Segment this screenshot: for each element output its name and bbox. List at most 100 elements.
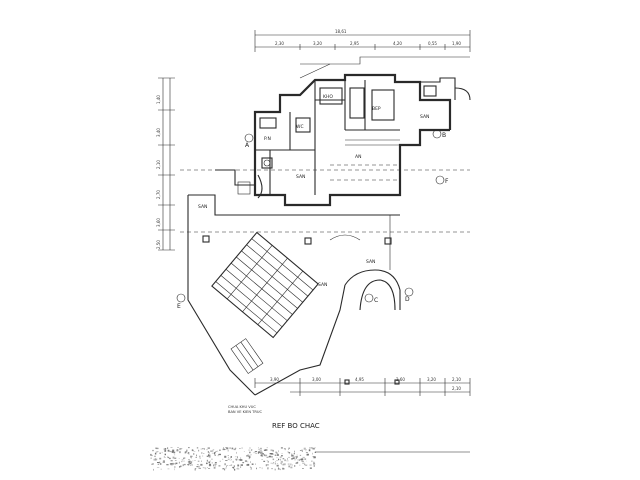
scan-speckle: [156, 467, 160, 468]
scan-speckle: [210, 450, 213, 452]
bottom-dim: 3,20: [427, 377, 436, 382]
scan-speckle: [173, 451, 176, 453]
scan-speckle: [181, 461, 183, 463]
scan-speckle: [267, 468, 269, 470]
scan-speckle: [269, 453, 272, 455]
scan-speckle: [178, 458, 180, 459]
scan-speckle: [241, 447, 243, 449]
room-label: SAN: [366, 259, 375, 265]
scan-speckle: [236, 459, 238, 461]
scan-speckle: [172, 462, 174, 465]
scan-speckle: [208, 454, 211, 457]
scan-speckle: [257, 452, 260, 454]
scan-speckle: [225, 447, 227, 449]
top-dimension-chain: 18,61 2,30 3,20 2,95 4,20 0,55 1,90: [254, 29, 471, 52]
top-dim: 4,20: [393, 41, 402, 46]
scan-speckle: [302, 456, 305, 459]
left-dimension-chain: 1,40 3,40 2,10 2,70 3,60 2,50: [156, 77, 175, 251]
scan-speckle: [206, 462, 208, 465]
scan-speckle: [261, 467, 263, 470]
axis-label: F: [445, 178, 449, 185]
scan-speckle: [152, 449, 154, 452]
note-line: BAN VE KIEN TRUC: [228, 410, 262, 414]
scan-speckle: [301, 450, 303, 452]
scan-speckle: [270, 462, 273, 464]
scan-speckle: [187, 464, 189, 466]
scan-speckle: [227, 449, 229, 452]
scan-speckle: [196, 447, 199, 449]
top-overall-dim: 18,61: [335, 29, 347, 34]
scan-speckle: [247, 463, 250, 466]
scan-speckle: [236, 468, 238, 470]
scan-speckle: [183, 457, 186, 459]
scan-speckle: [179, 466, 181, 468]
scan-speckle: [211, 458, 213, 460]
scan-speckle: [274, 454, 277, 456]
scan-speckle: [304, 458, 307, 460]
left-dim: 2,10: [156, 160, 161, 169]
room-label: SAN: [318, 282, 327, 288]
scan-speckle: [271, 468, 273, 470]
terrace-area: [187, 194, 401, 396]
scan-speckle: [305, 464, 307, 466]
scan-speckle: [196, 454, 197, 457]
scan-speckle: [197, 460, 200, 462]
room-label: AN: [355, 154, 361, 160]
scan-speckle: [299, 464, 301, 466]
scan-speckle: [313, 462, 315, 464]
scan-speckle: [180, 448, 183, 449]
scan-speckle: [206, 455, 209, 457]
scan-speckle: [187, 465, 189, 466]
scan-speckle: [164, 448, 167, 450]
scan-speckle: [168, 457, 170, 459]
scan-speckle: [270, 456, 271, 458]
scan-speckle: [157, 462, 160, 463]
scan-speckle: [304, 463, 306, 466]
scan-speckle: [302, 458, 303, 461]
scan-speckle: [182, 464, 184, 467]
scan-speckle: [226, 465, 229, 466]
axis-label: D: [405, 296, 410, 303]
scan-speckle: [259, 449, 262, 452]
top-dim: 0,55: [428, 41, 437, 46]
bottom-dimension-chain: 3,90 3,00 4,95 2,60 3,20 2,10 2,10: [254, 377, 471, 396]
scan-speckle: [278, 467, 279, 469]
scan-speckle: [270, 449, 273, 452]
scan-speckle: [262, 453, 264, 455]
scan-speckle: [154, 457, 157, 460]
scan-speckle: [224, 468, 226, 471]
scan-speckle: [157, 463, 160, 465]
scan-speckle: [190, 457, 192, 459]
scan-speckle: [294, 459, 296, 461]
scan-speckle: [206, 449, 208, 451]
scan-speckle: [234, 456, 237, 458]
scan-speckle: [249, 451, 251, 454]
scan-speckle: [281, 463, 282, 465]
scan-speckle: [247, 454, 250, 456]
scan-speckle: [184, 451, 187, 453]
scan-speckle: [256, 467, 257, 470]
scan-speckle: [287, 451, 289, 453]
scan-speckle: [260, 447, 262, 449]
scan-speckle: [295, 462, 298, 464]
bottom-dim: 3,90: [270, 377, 279, 382]
scan-speckle: [240, 464, 243, 466]
scan-speckle: [272, 463, 274, 465]
scan-speckle: [163, 448, 165, 450]
scan-speckle: [265, 449, 268, 451]
scan-speckle: [251, 463, 254, 465]
scan-speckle: [174, 466, 176, 468]
left-dim: 3,60: [156, 218, 161, 227]
scan-speckle: [292, 456, 295, 458]
scan-speckle: [298, 459, 301, 461]
scan-speckle: [153, 468, 154, 471]
scan-speckle: [169, 451, 171, 452]
scan-speckle: [233, 465, 235, 468]
scan-speckle: [293, 456, 295, 459]
scan-speckle: [193, 451, 196, 452]
scan-speckle: [255, 463, 256, 465]
scan-speckle: [301, 449, 303, 452]
scan-speckle: [246, 461, 249, 463]
scan-speckle: [289, 453, 290, 455]
scan-speckle: [208, 455, 211, 458]
